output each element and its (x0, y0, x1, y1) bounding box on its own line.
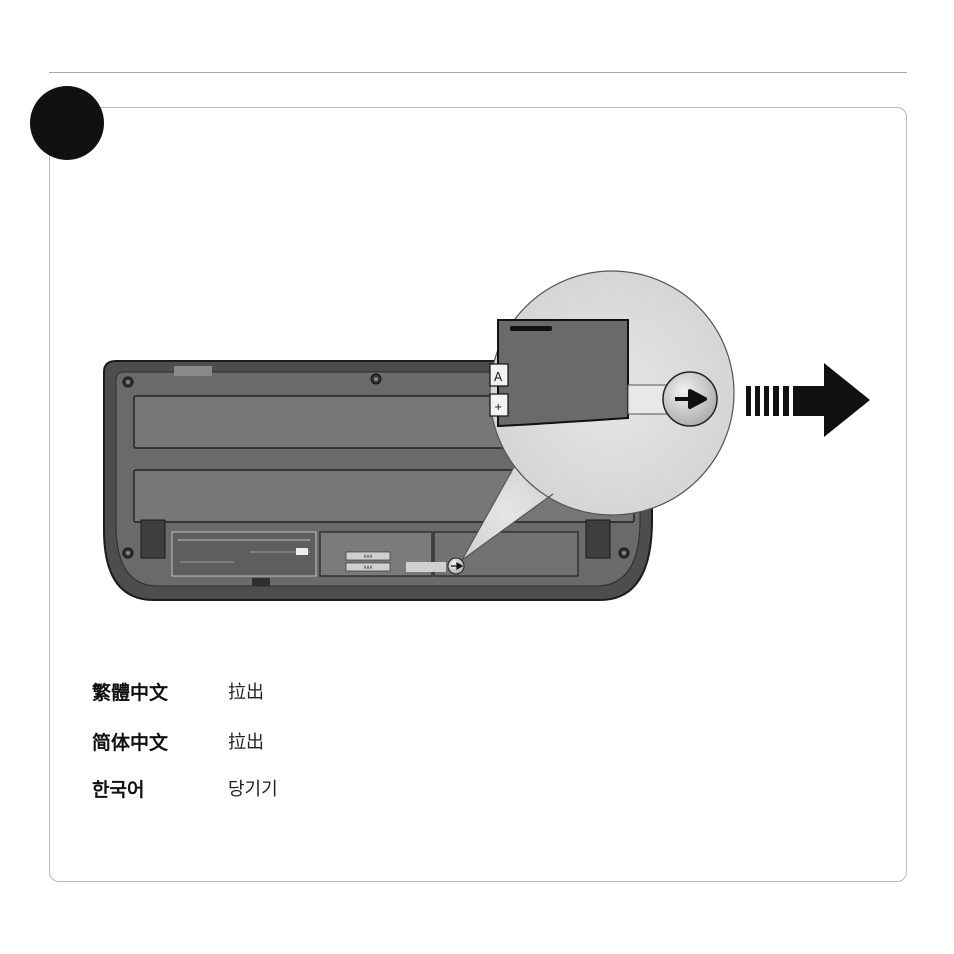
battery-label-bottom: AAA (364, 565, 373, 570)
translation-row-traditional-chinese: 繁體中文 拉出 (92, 676, 264, 706)
pull-direction-arrow (746, 363, 870, 437)
battery-size-label: A (494, 370, 503, 384)
battery-label-top: AAA (364, 554, 373, 559)
translation-text: 당기기 (228, 775, 278, 801)
translation-row-simplified-chinese: 简体中文 拉出 (92, 726, 264, 756)
translation-text: 拉出 (228, 728, 264, 754)
language-name: 简体中文 (92, 728, 228, 755)
language-name: 한국어 (92, 775, 228, 802)
translation-row-korean: 한국어 당기기 (92, 773, 278, 803)
translation-text: 拉出 (228, 678, 264, 704)
language-name: 繁體中文 (92, 678, 228, 705)
battery-polarity-label: + (494, 402, 502, 413)
